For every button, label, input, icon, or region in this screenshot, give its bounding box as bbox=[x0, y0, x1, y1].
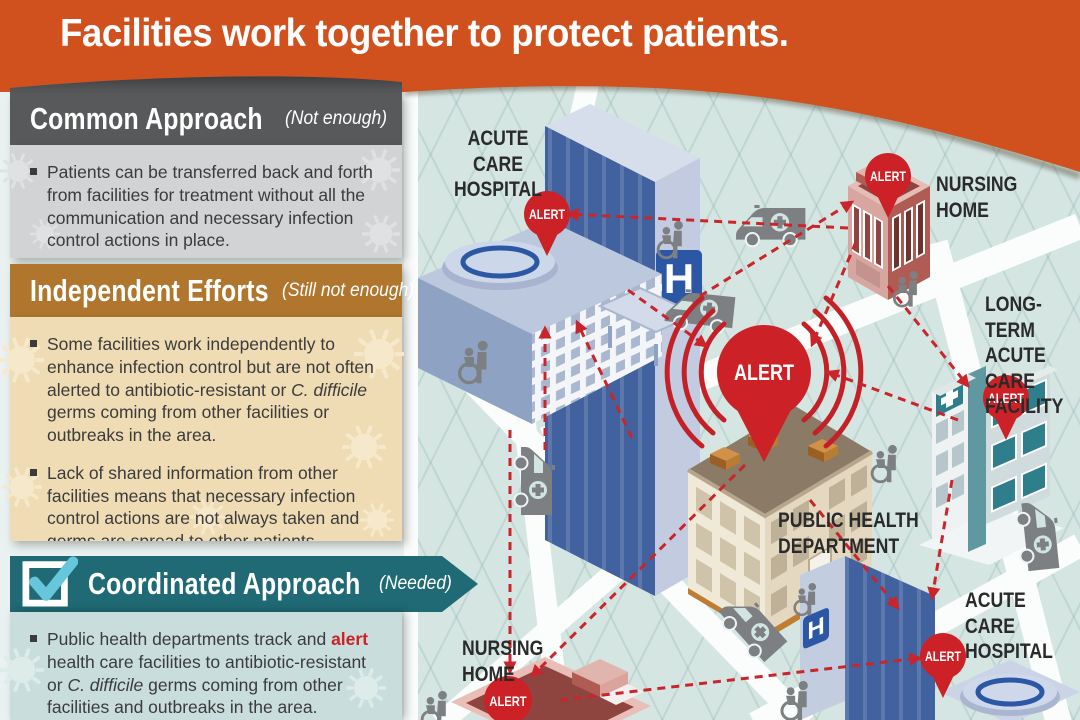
connection-arrow bbox=[575, 319, 634, 439]
alert-pin-nursing-home-bottom: ALERT bbox=[484, 676, 532, 720]
label-nursing-home-bottom: NURSING HOME bbox=[462, 637, 544, 686]
alert-pin-label: ALERT bbox=[870, 169, 906, 184]
label-acute-care-hospital-bottom: ACUTE CARE HOSPITAL bbox=[965, 589, 1053, 664]
label-long-term-acute-care-facility: LONG-TERM ACUTE CARE FACILITY bbox=[985, 293, 1064, 419]
connection-arrow bbox=[810, 241, 858, 348]
connection-arrow bbox=[825, 369, 959, 422]
section-bullet-list: Some facilities work independently to en… bbox=[10, 317, 402, 541]
building-nursing-home-top bbox=[848, 164, 930, 301]
connection-arrow bbox=[927, 479, 954, 601]
connection-arrow bbox=[886, 285, 970, 389]
section-header-coordinated-approach: Coordinated Approach (Needed) bbox=[10, 556, 478, 612]
alert-pin-hospital-bottom: ALERT bbox=[920, 633, 966, 698]
building-public-health-department bbox=[686, 406, 874, 641]
section-qualifier: (Needed) bbox=[378, 573, 452, 594]
section-title: Independent Efforts bbox=[30, 272, 269, 308]
bullet-item: Patients can be transferred back and for… bbox=[30, 161, 384, 252]
road bbox=[404, 0, 418, 720]
section-body-independent-efforts: Some facilities work independently to en… bbox=[10, 317, 402, 541]
label-public-health-department: PUBLIC HEALTH DEPARTMENT bbox=[778, 509, 919, 558]
section-title: Common Approach bbox=[30, 101, 263, 136]
section-title: Coordinated Approach bbox=[88, 566, 361, 601]
connection-arrow bbox=[699, 200, 855, 298]
bullet-square bbox=[30, 168, 37, 175]
bullet-item: Some facilities work independently to en… bbox=[30, 333, 384, 447]
alert-pin-label: ALERT bbox=[489, 694, 527, 709]
bullet-item: Public health departments track and aler… bbox=[30, 628, 384, 719]
alert-pin-label: ALERT bbox=[734, 361, 795, 385]
map-scene: H bbox=[404, 0, 1080, 720]
section-header-independent-efforts: Independent Efforts (Still not enough) bbox=[10, 264, 415, 317]
section-qualifier: (Still not enough) bbox=[282, 279, 415, 301]
bullet-item: Lack of shared information from other fa… bbox=[30, 462, 384, 541]
label-nursing-home-top: NURSING HOME bbox=[936, 173, 1018, 222]
city-map-illustration: H bbox=[404, 0, 1080, 720]
section-bullet-list: Public health departments track and aler… bbox=[10, 612, 402, 720]
connection-arrow bbox=[808, 499, 900, 611]
section-header-common-approach: Common Approach (Not enough) bbox=[10, 93, 402, 145]
section-qualifier: (Not enough) bbox=[284, 108, 388, 129]
connection-arrow bbox=[627, 288, 709, 348]
alert-connections bbox=[503, 200, 970, 702]
alert-pin-label: ALERT bbox=[988, 391, 1024, 406]
alert-pin-public-health-big: ALERT bbox=[717, 325, 811, 462]
hospital-h-sign bbox=[803, 608, 829, 649]
section-bullet-list: Patients can be transferred back and for… bbox=[10, 145, 402, 258]
checkbox-checked-icon bbox=[20, 555, 78, 607]
section-body-common-approach: Patients can be transferred back and for… bbox=[10, 145, 402, 258]
building-acute-care-hospital-bottom: H bbox=[800, 555, 1080, 720]
poster-title: Facilities work together to protect pati… bbox=[60, 12, 789, 55]
connection-arrow bbox=[530, 463, 747, 678]
svg-text:H: H bbox=[807, 612, 824, 646]
bullet-square bbox=[30, 340, 37, 347]
alert-pin-label: ALERT bbox=[925, 649, 961, 664]
label-acute-care-hospital-top: ACUTE CARE HOSPITAL bbox=[454, 127, 542, 202]
connection-arrow bbox=[565, 207, 849, 230]
bullet-square bbox=[30, 635, 37, 642]
bullet-square bbox=[30, 468, 37, 476]
connection-arrow bbox=[559, 652, 923, 702]
alert-pin-ltac: ALERT bbox=[983, 375, 1029, 440]
alert-pin-hospital-top: ALERT bbox=[524, 191, 570, 256]
alert-pin-label: ALERT bbox=[529, 207, 565, 222]
section-body-coordinated-approach: Public health departments track and aler… bbox=[10, 612, 402, 720]
wheelchair-patient-icon bbox=[870, 443, 899, 484]
